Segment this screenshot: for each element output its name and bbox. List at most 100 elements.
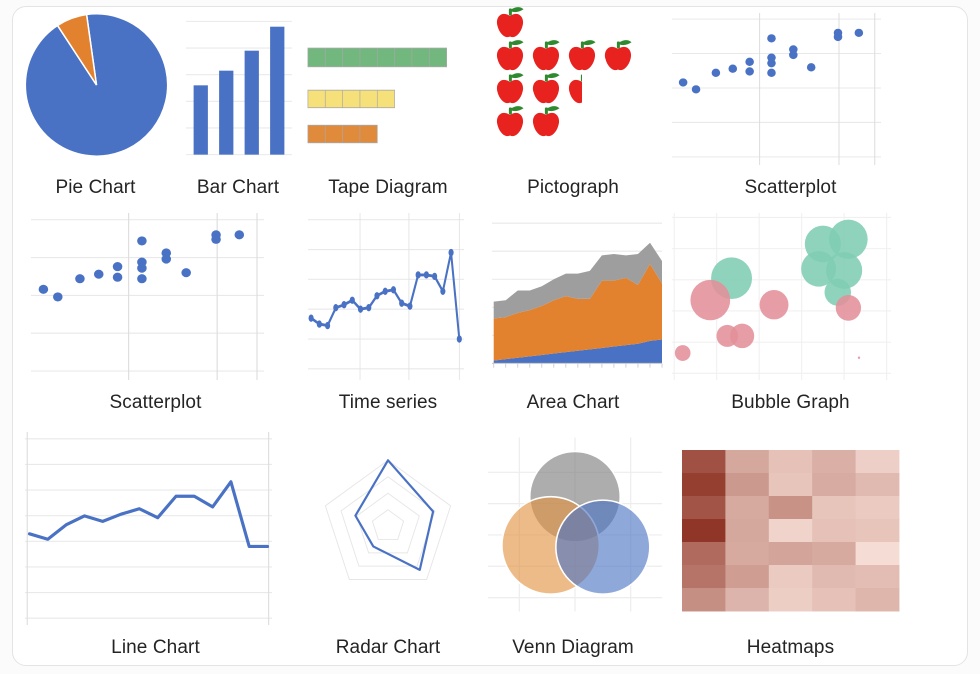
scatter-point-5 bbox=[112, 272, 123, 282]
scatter-point-12 bbox=[789, 45, 798, 54]
radar-chart-viz bbox=[312, 424, 464, 625]
bar-series bbox=[193, 26, 285, 155]
heatmap-cell-r2-c1 bbox=[682, 473, 726, 497]
tape-bar-2 bbox=[307, 89, 395, 109]
chart-label-scatterplot-1: Scatterplot bbox=[744, 177, 837, 199]
heatmap-cell-r4-c4 bbox=[812, 519, 857, 543]
area-svg bbox=[492, 222, 663, 368]
apple-icon-group bbox=[496, 7, 632, 137]
scatter-point-7 bbox=[137, 274, 147, 284]
heatmap-viz bbox=[682, 450, 900, 612]
heatmap-cell-r4-c5 bbox=[855, 519, 900, 543]
heatmap-cell-r2-c4 bbox=[812, 473, 857, 497]
chart-label-pie: Pie Chart bbox=[55, 177, 136, 199]
chart-label-timeseries: Time series bbox=[338, 392, 438, 414]
tape-diagram-viz bbox=[306, 13, 468, 165]
apple-body bbox=[532, 112, 560, 137]
heatmap-cell-r6-c1 bbox=[682, 565, 726, 589]
heatmap-cell-r5-c4 bbox=[812, 542, 857, 566]
radar-ring-2 bbox=[356, 492, 420, 554]
chart-label-bubble: Bubble Graph bbox=[731, 392, 850, 414]
timeseries-marker-8 bbox=[366, 304, 372, 312]
bar-column-2 bbox=[219, 70, 234, 155]
venn-sets bbox=[501, 450, 651, 595]
apple-shape bbox=[496, 7, 524, 38]
heatmap-cell-r6-c5 bbox=[855, 565, 900, 589]
apple-body bbox=[568, 79, 582, 104]
scatter-point-10 bbox=[137, 236, 147, 246]
chart-tile-bar[interactable]: Bar Chart bbox=[178, 7, 298, 207]
apple-body bbox=[496, 112, 524, 137]
apple-body bbox=[496, 46, 524, 71]
timeseries-marker-4 bbox=[333, 304, 339, 312]
apple-icon-8 bbox=[496, 106, 524, 137]
chart-tile-area[interactable]: Area Chart bbox=[478, 207, 668, 422]
timeseries-viz bbox=[308, 213, 464, 380]
venn-svg bbox=[488, 437, 662, 612]
timeseries-marker-3 bbox=[325, 321, 331, 330]
apple-shape bbox=[568, 74, 582, 104]
chart-label-venn: Venn Diagram bbox=[512, 637, 634, 659]
chart-tile-line[interactable]: Line Chart bbox=[13, 422, 298, 665]
chart-tile-pictograph[interactable]: Pictograph bbox=[478, 7, 668, 207]
heatmap-cell-r5-c3 bbox=[768, 542, 813, 566]
timeseries-marker-19 bbox=[456, 335, 462, 343]
bubble-pink-6 bbox=[835, 294, 862, 321]
chart-label-tape: Tape Diagram bbox=[328, 177, 448, 199]
chart-tile-radar[interactable]: Radar Chart bbox=[298, 422, 478, 665]
chart-tile-tape[interactable]: Tape Diagram bbox=[298, 7, 478, 207]
apple-icon-9 bbox=[532, 106, 560, 137]
timeseries-marker-5 bbox=[341, 301, 347, 309]
scatter-point-6 bbox=[745, 57, 754, 66]
apple-leaf bbox=[510, 40, 524, 46]
chart-tile-venn[interactable]: Venn Diagram bbox=[478, 422, 668, 665]
chart-label-scatterplot-2: Scatterplot bbox=[109, 392, 202, 414]
timeseries-marker-15 bbox=[423, 271, 429, 279]
scatter-point-9 bbox=[767, 53, 776, 62]
heatmap-cell-r4-c3 bbox=[768, 519, 813, 543]
heatmap-cell-r5-c2 bbox=[725, 542, 770, 566]
chart-tile-scatterplot-2[interactable]: Scatterplot bbox=[13, 207, 298, 422]
scatter-points bbox=[678, 28, 864, 94]
apple-shape bbox=[568, 40, 596, 71]
timeseries-markers bbox=[308, 248, 462, 343]
timeseries-marker-18 bbox=[448, 248, 454, 257]
scatter-points bbox=[38, 230, 245, 302]
chart-tile-pie[interactable]: Pie Chart bbox=[13, 7, 178, 207]
chart-tile-bubble[interactable]: Bubble Graph bbox=[668, 207, 913, 422]
bubble-green-4 bbox=[801, 251, 837, 287]
bar-svg bbox=[186, 20, 292, 156]
heatmap-cell-r7-c3 bbox=[768, 588, 813, 612]
bar-chart-viz bbox=[184, 17, 294, 159]
chart-tile-scatterplot-1[interactable]: Scatterplot bbox=[668, 7, 913, 207]
scatter-point-4 bbox=[728, 64, 738, 73]
bubble-pink-3 bbox=[730, 323, 755, 349]
venn-circle-3 bbox=[555, 499, 651, 595]
apple-icon-5 bbox=[496, 73, 524, 104]
apple-icon-6 bbox=[532, 73, 560, 104]
heatmap-cell-r6-c3 bbox=[768, 565, 813, 589]
pie-chart-viz bbox=[21, 9, 172, 161]
heatmap-cell-r3-c4 bbox=[812, 496, 857, 520]
chart-tile-heatmap[interactable]: Heatmaps bbox=[668, 422, 913, 665]
bubble-graph-viz bbox=[672, 213, 891, 380]
chart-tile-timeseries[interactable]: Time series bbox=[298, 207, 478, 422]
scatter-point-6 bbox=[112, 262, 123, 272]
timeseries-marker-17 bbox=[440, 287, 446, 295]
bubble-green-3 bbox=[829, 219, 868, 259]
radar-svg bbox=[324, 459, 452, 580]
chart-label-bar: Bar Chart bbox=[196, 177, 280, 199]
heatmap-cell-r7-c1 bbox=[682, 588, 726, 612]
pie-svg bbox=[24, 13, 169, 157]
scatter-point-4 bbox=[93, 269, 104, 279]
scatter-point-1 bbox=[38, 284, 49, 294]
apple-body bbox=[496, 13, 524, 38]
heatmap-cell-r7-c5 bbox=[855, 588, 900, 612]
heatmap-cell-r5-c1 bbox=[682, 542, 726, 566]
area-band-1 bbox=[493, 339, 662, 364]
timeseries-marker-16 bbox=[432, 272, 438, 281]
radar-ring-1 bbox=[371, 509, 405, 540]
pictograph-svg bbox=[496, 7, 632, 137]
line-svg bbox=[25, 432, 272, 625]
apple-icon-4 bbox=[604, 40, 632, 71]
